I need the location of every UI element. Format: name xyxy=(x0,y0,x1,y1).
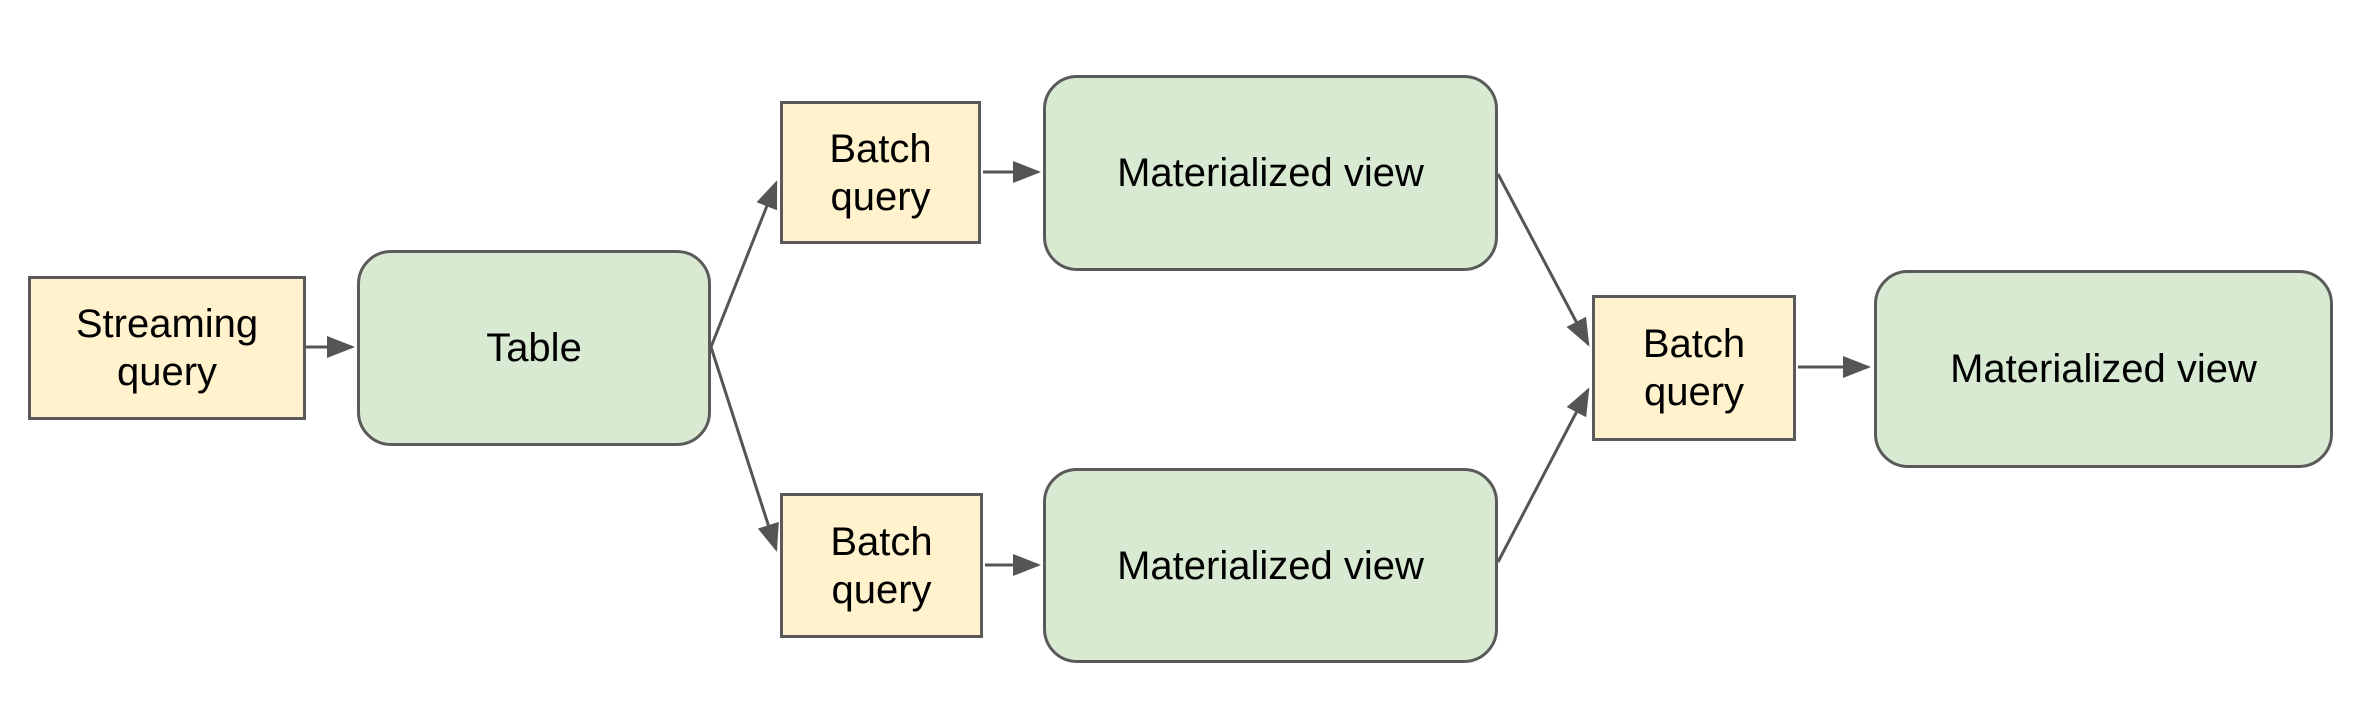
node-batch-query-top: Batch query xyxy=(780,101,981,244)
node-batch-query-right: Batch query xyxy=(1592,295,1796,441)
edge-mv-bottom-to-batch-right xyxy=(1496,387,1590,563)
node-label: Materialized view xyxy=(1117,543,1424,588)
node-materialized-view-top: Materialized view xyxy=(1043,75,1498,271)
node-materialized-view-right: Materialized view xyxy=(1874,270,2333,468)
edge-mv-top-to-batch-right xyxy=(1496,173,1590,347)
node-label: Batch query xyxy=(830,519,933,612)
node-batch-query-bottom: Batch query xyxy=(780,493,983,638)
node-table: Table xyxy=(357,250,711,446)
node-materialized-view-bottom: Materialized view xyxy=(1043,468,1498,663)
edge-table-to-batch-top xyxy=(709,180,778,348)
node-streaming-query: Streaming query xyxy=(28,276,306,420)
node-label: Batch query xyxy=(829,126,932,219)
node-label: Streaming query xyxy=(75,302,259,394)
node-label: Table xyxy=(486,326,582,370)
node-label: Materialized view xyxy=(1950,347,2257,391)
node-label: Materialized view xyxy=(1117,151,1424,195)
node-label: Batch query xyxy=(1642,322,1746,414)
edge-table-to-batch-bottom xyxy=(709,346,779,552)
